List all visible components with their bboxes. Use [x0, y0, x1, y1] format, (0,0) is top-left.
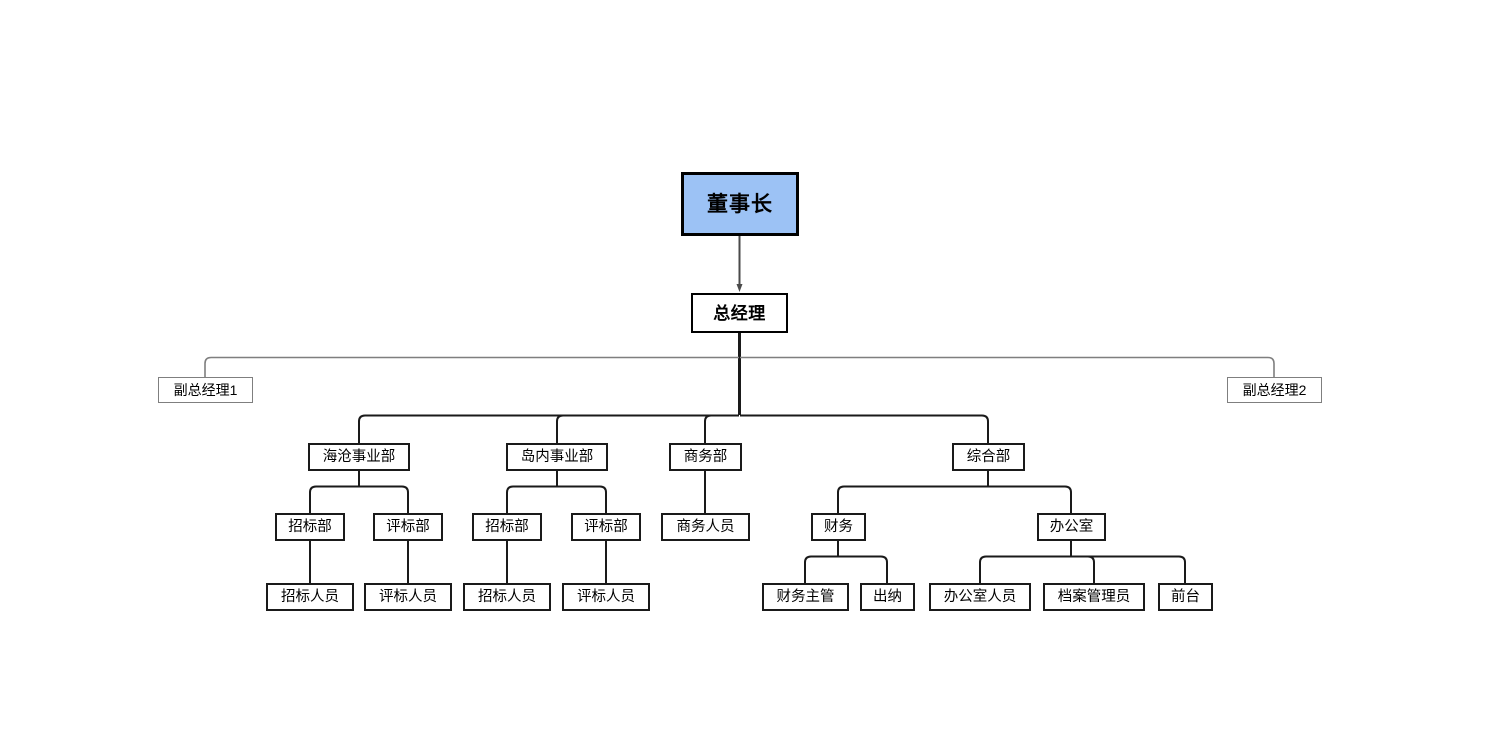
edge-gm-to-dept-general	[740, 414, 989, 443]
node-daonei-bidding[interactable]: 招标部	[472, 513, 542, 541]
node-archivist-label: 档案管理员	[1057, 588, 1131, 605]
node-dept-business[interactable]: 商务部	[669, 443, 742, 471]
node-haicang-bidding-staff-label: 招标人员	[281, 588, 339, 605]
node-deputy-gm-1-label: 副总经理1	[173, 382, 238, 398]
node-dept-haicang[interactable]: 海沧事业部	[308, 443, 410, 471]
node-reception[interactable]: 前台	[1158, 583, 1213, 611]
node-deputy-gm-1[interactable]: 副总经理1	[158, 377, 253, 403]
node-daonei-evaluation-staff[interactable]: 评标人员	[562, 583, 650, 611]
node-daonei-bidding-staff[interactable]: 招标人员	[463, 583, 551, 611]
node-haicang-evaluation-staff-label: 评标人员	[379, 588, 437, 605]
edge-haicang-to-evaluation	[359, 485, 409, 513]
node-cashier-label: 出纳	[873, 588, 902, 605]
edge-general-to-finance	[837, 485, 988, 513]
edge-daonei-to-bidding	[506, 485, 557, 513]
edge-gm-to-deputy-1	[204, 356, 739, 377]
node-finance-supervisor[interactable]: 财务主管	[762, 583, 849, 611]
node-office[interactable]: 办公室	[1037, 513, 1106, 541]
node-haicang-bidding-label: 招标部	[288, 518, 332, 535]
node-haicang-evaluation-label: 评标部	[386, 518, 430, 535]
node-office-staff[interactable]: 办公室人员	[929, 583, 1031, 611]
edge-gm-to-deputy-2	[740, 356, 1275, 377]
node-archivist[interactable]: 档案管理员	[1043, 583, 1145, 611]
node-chairman-label: 董事长	[707, 192, 773, 216]
node-cashier[interactable]: 出纳	[860, 583, 915, 611]
edge-gm-to-dept-haicang	[358, 414, 739, 443]
node-haicang-bidding-staff[interactable]: 招标人员	[266, 583, 354, 611]
node-dept-haicang-label: 海沧事业部	[322, 448, 396, 465]
node-daonei-evaluation-staff-label: 评标人员	[577, 588, 635, 605]
node-haicang-bidding[interactable]: 招标部	[275, 513, 345, 541]
node-daonei-bidding-staff-label: 招标人员	[478, 588, 536, 605]
node-deputy-gm-2-label: 副总经理2	[1242, 382, 1307, 398]
node-deputy-gm-2[interactable]: 副总经理2	[1227, 377, 1322, 403]
node-business-staff-label: 商务人员	[676, 518, 735, 535]
node-dept-general[interactable]: 综合部	[952, 443, 1025, 471]
node-finance-label: 财务	[824, 518, 853, 535]
node-dept-general-label: 综合部	[966, 448, 1011, 465]
edge-gm-to-dept-business	[704, 414, 739, 443]
edge-office-to-staff	[979, 555, 1071, 583]
edge-office-to-archivist	[1071, 555, 1095, 583]
node-dept-daonei-label: 岛内事业部	[520, 448, 594, 465]
node-general-manager[interactable]: 总经理	[691, 293, 788, 333]
node-office-label: 办公室	[1049, 518, 1094, 535]
node-office-staff-label: 办公室人员	[943, 588, 1017, 605]
edge-daonei-to-evaluation	[557, 485, 607, 513]
edge-finance-to-supervisor	[804, 555, 838, 583]
node-daonei-evaluation-label: 评标部	[584, 518, 628, 535]
edge-finance-to-cashier	[838, 555, 888, 583]
node-daonei-bidding-label: 招标部	[485, 518, 529, 535]
node-finance-supervisor-label: 财务主管	[776, 588, 835, 605]
node-chairman[interactable]: 董事长	[681, 172, 799, 236]
node-haicang-evaluation[interactable]: 评标部	[373, 513, 443, 541]
edge-haicang-to-bidding	[309, 485, 359, 513]
node-dept-business-label: 商务部	[683, 448, 728, 465]
node-reception-label: 前台	[1171, 588, 1200, 605]
node-general-manager-label: 总经理	[713, 303, 766, 323]
node-business-staff[interactable]: 商务人员	[661, 513, 750, 541]
edge-office-to-reception	[1071, 555, 1186, 583]
node-finance[interactable]: 财务	[811, 513, 866, 541]
node-daonei-evaluation[interactable]: 评标部	[571, 513, 641, 541]
edge-general-to-office	[988, 485, 1072, 513]
edge-gm-to-dept-daonei	[556, 414, 739, 443]
node-dept-daonei[interactable]: 岛内事业部	[506, 443, 608, 471]
node-haicang-evaluation-staff[interactable]: 评标人员	[364, 583, 452, 611]
